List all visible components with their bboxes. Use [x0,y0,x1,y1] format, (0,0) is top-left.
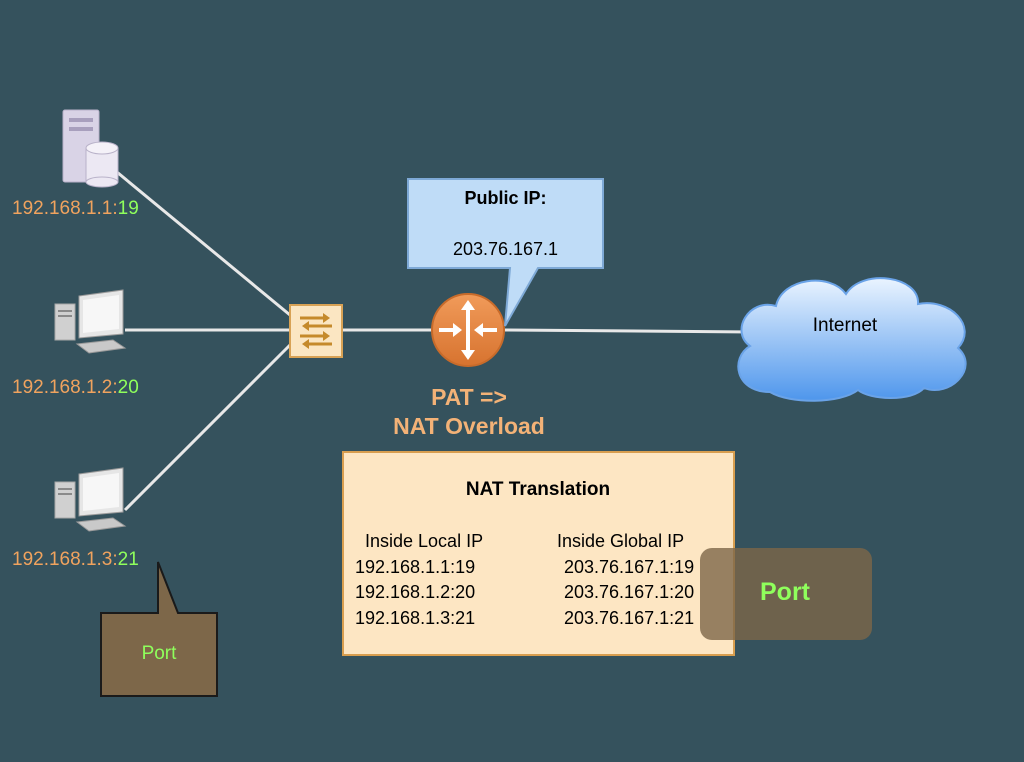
host-3-label: 192.168.1.3:21 [12,549,139,571]
host-2-label: 192.168.1.2:20 [12,377,139,399]
cloud-icon [737,277,967,402]
nat-header-global: Inside Global IP [557,531,685,551]
nat-row-2-global: 203.76.167.1:20 [564,582,695,602]
link-host1-switch [111,166,291,317]
pat-caption-line2: NAT Overload [393,413,545,439]
connection-lines [111,166,753,512]
link-router-internet [504,328,753,334]
port-callout-small-shape [100,561,218,697]
host-1-label: 192.168.1.1:19 [12,198,139,220]
public-ip-value: 203.76.167.1 [452,239,559,259]
host-3-ip: 192.168.1.3: [12,549,118,570]
server-database-icon [62,109,119,188]
desktop-computer-icon [54,289,127,354]
nat-row-1-local: 192.168.1.1:19 [355,557,476,577]
desktop-computer-icon [54,467,127,532]
port-callout-large-shape [700,548,872,640]
public-ip-callout [407,178,604,327]
nat-row-3-local: 192.168.1.3:21 [355,608,476,628]
host-2-ip: 192.168.1.2: [12,377,118,398]
host-2-port: 20 [117,377,139,398]
nat-row-1-global: 203.76.167.1:19 [564,557,695,577]
nat-table-title: NAT Translation [465,479,611,500]
nat-table-box [342,451,735,656]
host-1-port: 19 [117,198,139,219]
nat-row-2-local: 192.168.1.2:20 [355,582,476,602]
port-callout-large: Port [760,578,810,606]
link-host3-switch [123,343,292,512]
pat-caption-line1: PAT => [431,384,507,410]
port-callout-small: Port [141,643,177,664]
pat-caption: PAT => NAT Overload [384,383,554,441]
nat-row-3-global: 203.76.167.1:21 [564,608,695,628]
nat-header-local: Inside Local IP [365,531,484,551]
host-3-port: 21 [117,549,139,570]
internet-label: Internet [812,315,878,336]
host-1-ip: 192.168.1.1: [12,198,118,219]
router-icon [431,293,505,367]
switch-icon [289,304,343,358]
public-ip-title: Public IP: [464,188,547,208]
